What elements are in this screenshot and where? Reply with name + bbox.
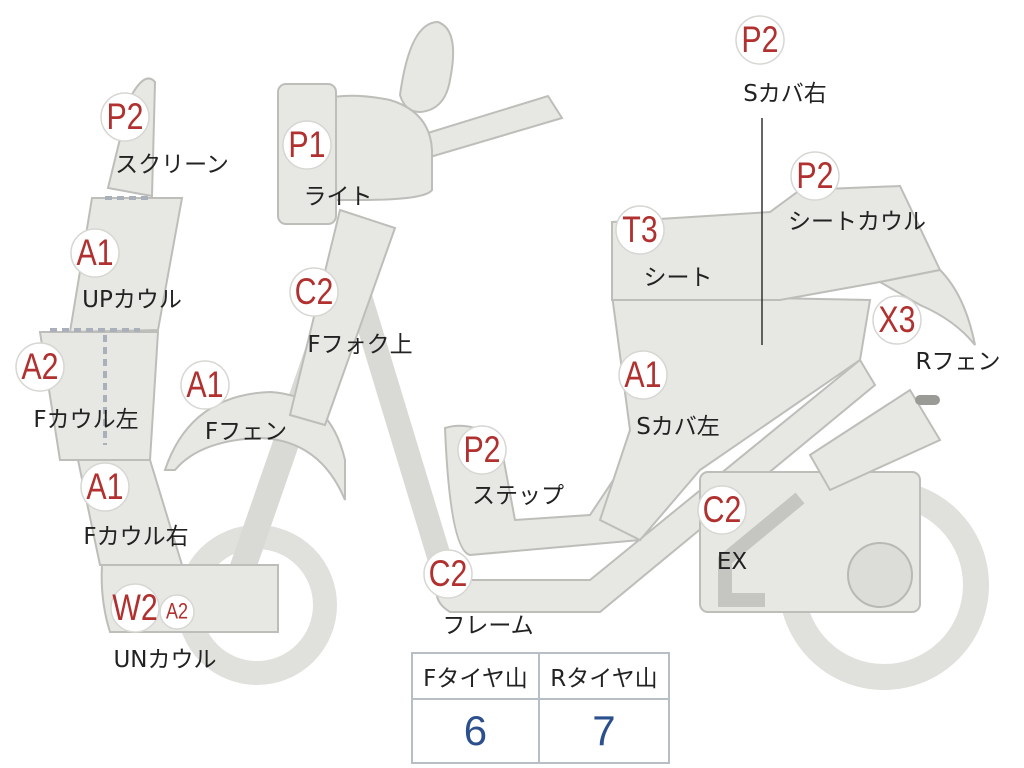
badge-circle	[282, 120, 332, 170]
part-label-exhaust: EX	[717, 549, 748, 575]
badge-circle	[872, 295, 922, 345]
rear-tyre-value[interactable]: 7	[537, 698, 671, 764]
mirror	[398, 20, 455, 114]
side-cover-panel	[598, 293, 872, 542]
part-code: A1	[624, 354, 661, 396]
part-label-step: ステップ	[472, 483, 564, 509]
tyre-tread-table: Fタイヤ山 Rタイヤ山 6 7	[411, 652, 671, 764]
badge-s-cover-right[interactable]: P2	[735, 15, 785, 65]
badge-f-fork-upper[interactable]: C2	[289, 267, 339, 317]
badge-screen[interactable]: P2	[100, 92, 150, 142]
muffler	[808, 388, 942, 492]
part-label-light: ライト	[304, 184, 373, 210]
part-label-s-cover-right: Sカバ右	[743, 81, 827, 107]
badge-circle	[615, 205, 665, 255]
part-code: C2	[429, 553, 468, 595]
badge-up-cowl[interactable]: A1	[70, 228, 120, 278]
badge-f-cowl-left[interactable]: A2	[15, 342, 65, 392]
badge-light[interactable]: P1	[282, 120, 332, 170]
badge-circle-small	[159, 594, 195, 630]
part-code: P2	[106, 96, 143, 138]
badge-frame[interactable]: C2	[423, 549, 473, 599]
part-code: A1	[76, 232, 113, 274]
badge-circle	[180, 360, 230, 410]
part-label-seat-cowl: シートカウル	[788, 209, 926, 235]
rear-tyre-header: Rタイヤ山	[537, 652, 671, 700]
badge-step[interactable]: P2	[457, 425, 507, 475]
part-code: P2	[463, 429, 500, 471]
badge-un-cowl[interactable]: W2 A2	[110, 583, 195, 633]
part-label-r-fender: Rフェン	[916, 349, 1001, 375]
part-code: A2	[21, 346, 58, 388]
part-code: A1	[86, 466, 123, 508]
part-code: P1	[288, 124, 325, 166]
scooter-silhouette	[38, 20, 989, 690]
part-label-f-fender: Fフェン	[205, 419, 287, 445]
badge-circle	[618, 350, 668, 400]
part-label-frame: フレーム	[442, 613, 533, 639]
part-label-f-fork-upper: Fフォク上	[307, 332, 412, 358]
badge-exhaust[interactable]: C2	[697, 485, 747, 535]
badge-f-fender[interactable]: A1	[180, 360, 230, 410]
badge-s-cover-left[interactable]: A1	[618, 350, 668, 400]
part-label-up-cowl: UPカウル	[82, 287, 182, 313]
part-label-f-cowl-left: Fカウル左	[33, 407, 138, 433]
rear-hub	[847, 542, 913, 608]
badge-circle	[423, 549, 473, 599]
badge-circle	[70, 228, 120, 278]
badge-seat-cowl[interactable]: P2	[790, 151, 840, 201]
badge-circle	[15, 342, 65, 392]
part-label-s-cover-left: Sカバ左	[636, 414, 720, 440]
part-label-screen: スクリーン	[115, 152, 229, 178]
part-code: C2	[295, 271, 334, 313]
part-code: P2	[796, 155, 833, 197]
front-fork-tube-2	[340, 258, 452, 572]
badge-circle	[735, 15, 785, 65]
part-code: A1	[186, 364, 223, 406]
badge-r-fender[interactable]: X3	[872, 295, 922, 345]
badge-circle	[697, 485, 747, 535]
front-tyre-header: Fタイヤ山	[411, 652, 540, 700]
badge-circle	[457, 425, 507, 475]
f-fork-upper-panel	[288, 208, 397, 427]
part-code: C2	[703, 489, 742, 531]
tyre-table-header-row: Fタイヤ山 Rタイヤ山	[411, 652, 671, 700]
badge-circle	[790, 151, 840, 201]
r-fender-panel	[877, 268, 976, 346]
badge-circle	[110, 583, 160, 633]
badge-f-cowl-right[interactable]: A1	[80, 462, 130, 512]
part-code-secondary: A2	[166, 600, 188, 624]
badge-circle	[289, 267, 339, 317]
part-label-un-cowl: UNカウル	[113, 647, 216, 673]
tyre-table-value-row: 6 7	[411, 698, 671, 764]
part-code: T3	[622, 209, 657, 251]
muffler-pipe	[718, 492, 805, 607]
part-code: X3	[878, 299, 915, 341]
part-label-seat: シート	[644, 265, 713, 291]
part-label-f-cowl-right: Fカウル右	[83, 524, 188, 550]
part-code: P2	[741, 19, 778, 61]
badge-circle	[80, 462, 130, 512]
part-code: W2	[112, 587, 158, 629]
badge-circle	[100, 92, 150, 142]
front-tyre-value[interactable]: 6	[411, 698, 540, 764]
badge-seat[interactable]: T3	[615, 205, 665, 255]
